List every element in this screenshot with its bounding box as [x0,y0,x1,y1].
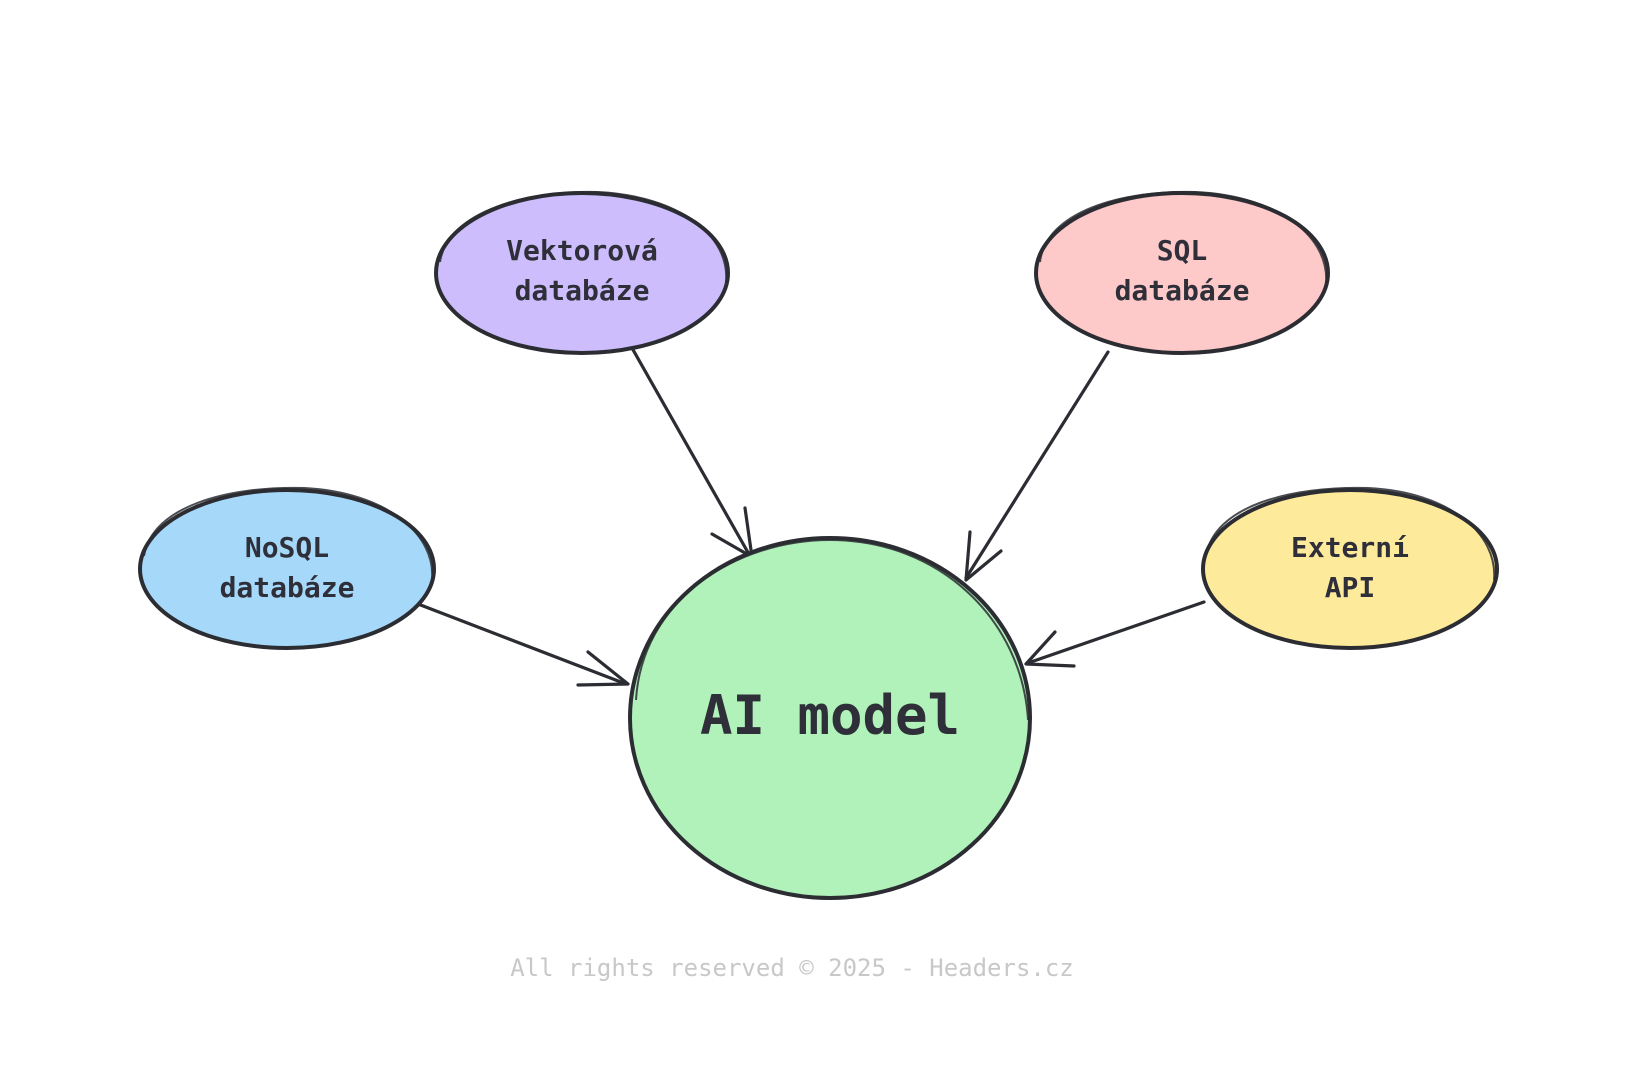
node-vector-database-label-line1: Vektorová [506,234,658,267]
edges [416,346,1206,687]
node-external-api[interactable]: Externí API [1201,486,1499,650]
node-nosql-database-label-line2: databáze [220,571,355,604]
edge-sql-to-ai [964,350,1110,582]
footer-copyright: All rights reserved © 2025 - Headers.cz [510,954,1074,982]
edge-vector-to-ai [630,346,754,559]
node-ai-model[interactable]: AI model [628,536,1032,900]
node-nosql-database-shape [138,488,436,650]
node-external-api-label-line2: API [1325,571,1376,604]
node-vector-database-shape [434,191,730,355]
node-nosql-database-label-line1: NoSQL [245,531,329,564]
node-nosql-database[interactable]: NoSQL databáze [138,486,436,650]
node-external-api-label-line1: Externí [1291,531,1409,564]
node-ai-model-label: AI model [700,684,960,747]
node-sql-database-label-line2: databáze [1115,274,1250,307]
node-external-api-shape [1201,488,1499,650]
node-vector-database-label-line2: databáze [515,274,650,307]
node-sql-database-shape [1034,191,1330,355]
edge-nosql-to-ai [416,602,630,687]
node-vector-database[interactable]: Vektorová databáze [434,190,730,355]
node-ai-model-shape [628,536,1032,900]
edge-api-to-ai [1024,600,1206,668]
node-sql-database-label-line1: SQL [1157,234,1208,267]
node-sql-database[interactable]: SQL databáze [1034,190,1330,355]
